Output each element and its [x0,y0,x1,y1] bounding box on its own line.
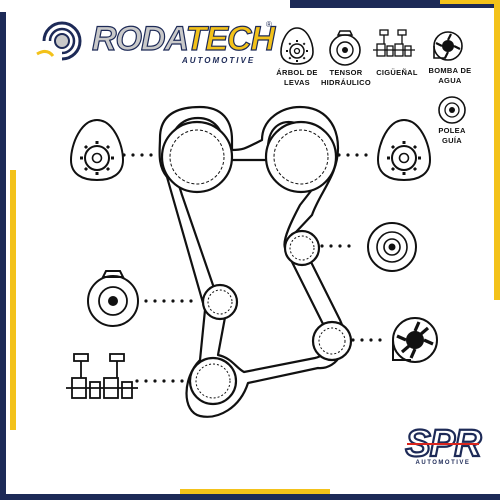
tensioner-icon [329,30,361,66]
tensioner-pulley [201,283,239,321]
camshaft-icon [69,118,125,182]
crankshaft-icon [373,29,415,57]
brand-subtitle: AUTOMOTIVE [182,56,256,65]
camshaft-sprocket-left [160,120,234,194]
camshaft-sprocket-right [264,120,338,194]
spr-logo: SPR [404,422,484,466]
idler-pulley-icon [438,96,466,124]
registered-mark: ® [266,20,272,29]
legend-label-crankshaft: CIGÜEÑAL [376,68,418,77]
water-pump-icon [392,317,438,363]
legend-label-camshaft: ÁRBOL DE LEVAS [276,68,318,87]
camshaft-icon [376,118,432,182]
water-pump-pulley [311,320,353,362]
tensioner-icon [87,270,139,327]
spr-logo-subtitle: AUTOMOTIVE [415,460,471,466]
legend-icons [280,27,466,124]
brand-name: RODATECH [91,19,275,58]
disc-logo-icon [36,21,82,61]
idler-pulley [283,229,321,267]
crankshaft-sprocket [188,356,238,406]
camshaft-icon [280,27,314,65]
crankshaft-icon [66,353,138,399]
rodatech-logo: RODATECH ® AUTOMOTIVE [34,14,276,74]
idler-pulley-icon [367,222,417,272]
legend-label-idler-pulley: POLEA GUÍA [438,126,466,145]
legend-label-tensioner: TENSOR HIDRÁULICO [320,68,372,87]
water-pump-icon [433,31,463,61]
legend-label-water-pump: BOMBA DE AGUA [428,66,472,85]
